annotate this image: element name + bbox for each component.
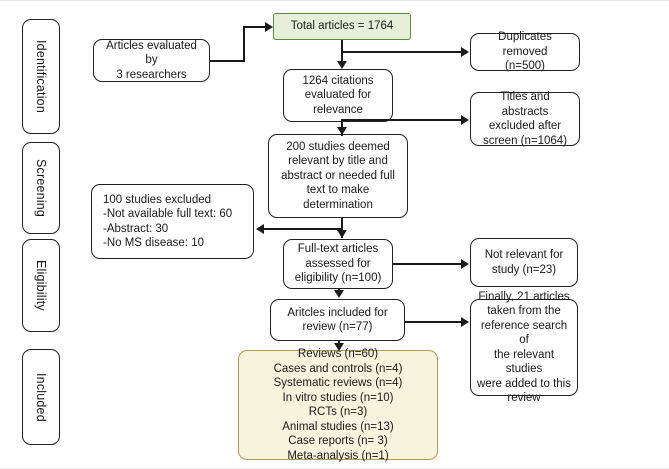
connector-to-studies-excluded	[264, 228, 342, 230]
stage-included-label: Included	[34, 372, 48, 422]
node-reference-search-additions-text: Finally, 21 articles taken from the refe…	[477, 290, 571, 405]
arrowhead-into-total-articles	[265, 22, 273, 32]
connector-to-reference-search	[405, 321, 463, 323]
arrowhead-into-studies-excluded	[256, 224, 264, 234]
arrowhead-into-articles-included	[334, 290, 344, 298]
node-included-study-types-text: Reviews (n=60) Cases and controls (n=4) …	[273, 348, 403, 462]
arrowhead-into-not-relevant	[461, 259, 469, 269]
node-studies-excluded-text: 100 studies excluded -Not available full…	[103, 193, 233, 250]
node-duplicates-removed-text: Duplicates removed (n=500)	[498, 31, 552, 73]
node-not-relevant-for-study-text: Not relevant for study (n=23)	[484, 249, 564, 276]
arrowhead-into-reference-search	[461, 317, 469, 327]
node-total-articles: Total articles = 1764	[273, 13, 411, 40]
node-studies-excluded: 100 studies excluded -Not available full…	[91, 184, 254, 259]
node-duplicates-removed: Duplicates removed (n=500)	[470, 31, 580, 73]
stage-screening: Screening	[22, 142, 60, 234]
node-citations-evaluated-text: 1264 citations evaluated for relevance	[302, 74, 374, 116]
stage-identification: Identification	[22, 19, 60, 134]
node-studies-deemed-relevant-text: 200 studies deemed relevant by title and…	[281, 140, 395, 211]
node-total-articles-text: Total articles = 1764	[290, 20, 394, 33]
stage-eligibility-label: Eligibility	[34, 260, 48, 311]
arrowhead-into-citations	[337, 61, 347, 69]
arrowhead-into-included-breakdown	[334, 343, 344, 351]
stage-identification-label: Identification	[34, 40, 48, 113]
connector-researchers-to-total-v	[243, 26, 245, 61]
node-articles-evaluated-by-researchers: Articles evaluated by 3 researchers	[93, 39, 210, 82]
connector-researchers-to-total-h1	[210, 60, 245, 62]
stage-screening-label: Screening	[34, 158, 48, 218]
connector-to-duplicates-removed	[341, 51, 463, 53]
node-not-relevant-for-study: Not relevant for study (n=23)	[470, 238, 578, 287]
node-reference-search-additions: Finally, 21 articles taken from the refe…	[470, 291, 578, 404]
arrowhead-into-titles-abstracts-excluded	[461, 115, 469, 125]
arrowhead-into-duplicates-removed	[461, 47, 469, 57]
arrowhead-into-studies-deemed	[337, 127, 347, 135]
node-full-text-assessed-text: Full-text articles assessed for eligibil…	[294, 243, 382, 285]
stage-included: Included	[22, 349, 60, 445]
node-articles-included-for-review: Aritcles included for review (n=77)	[270, 299, 405, 341]
node-titles-abstracts-excluded: Titles and abstracts excluded after scre…	[470, 91, 580, 147]
connector-to-not-relevant	[393, 263, 463, 265]
node-studies-deemed-relevant: 200 studies deemed relevant by title and…	[268, 134, 408, 218]
node-articles-included-for-review-text: Aritcles included for review (n=77)	[287, 306, 388, 334]
node-full-text-assessed: Full-text articles assessed for eligibil…	[283, 239, 393, 289]
arrowhead-into-full-text-assessed	[337, 230, 347, 238]
node-titles-abstracts-excluded-text: Titles and abstracts excluded after scre…	[482, 91, 568, 147]
connector-researchers-to-total-h2	[243, 26, 266, 28]
node-citations-evaluated: 1264 citations evaluated for relevance	[283, 69, 393, 122]
node-articles-evaluated-by-researchers-text: Articles evaluated by 3 researchers	[106, 39, 197, 81]
stage-eligibility: Eligibility	[22, 239, 60, 332]
connector-to-titles-abstracts-excluded	[341, 119, 463, 121]
node-included-study-types: Reviews (n=60) Cases and controls (n=4) …	[238, 348, 438, 462]
